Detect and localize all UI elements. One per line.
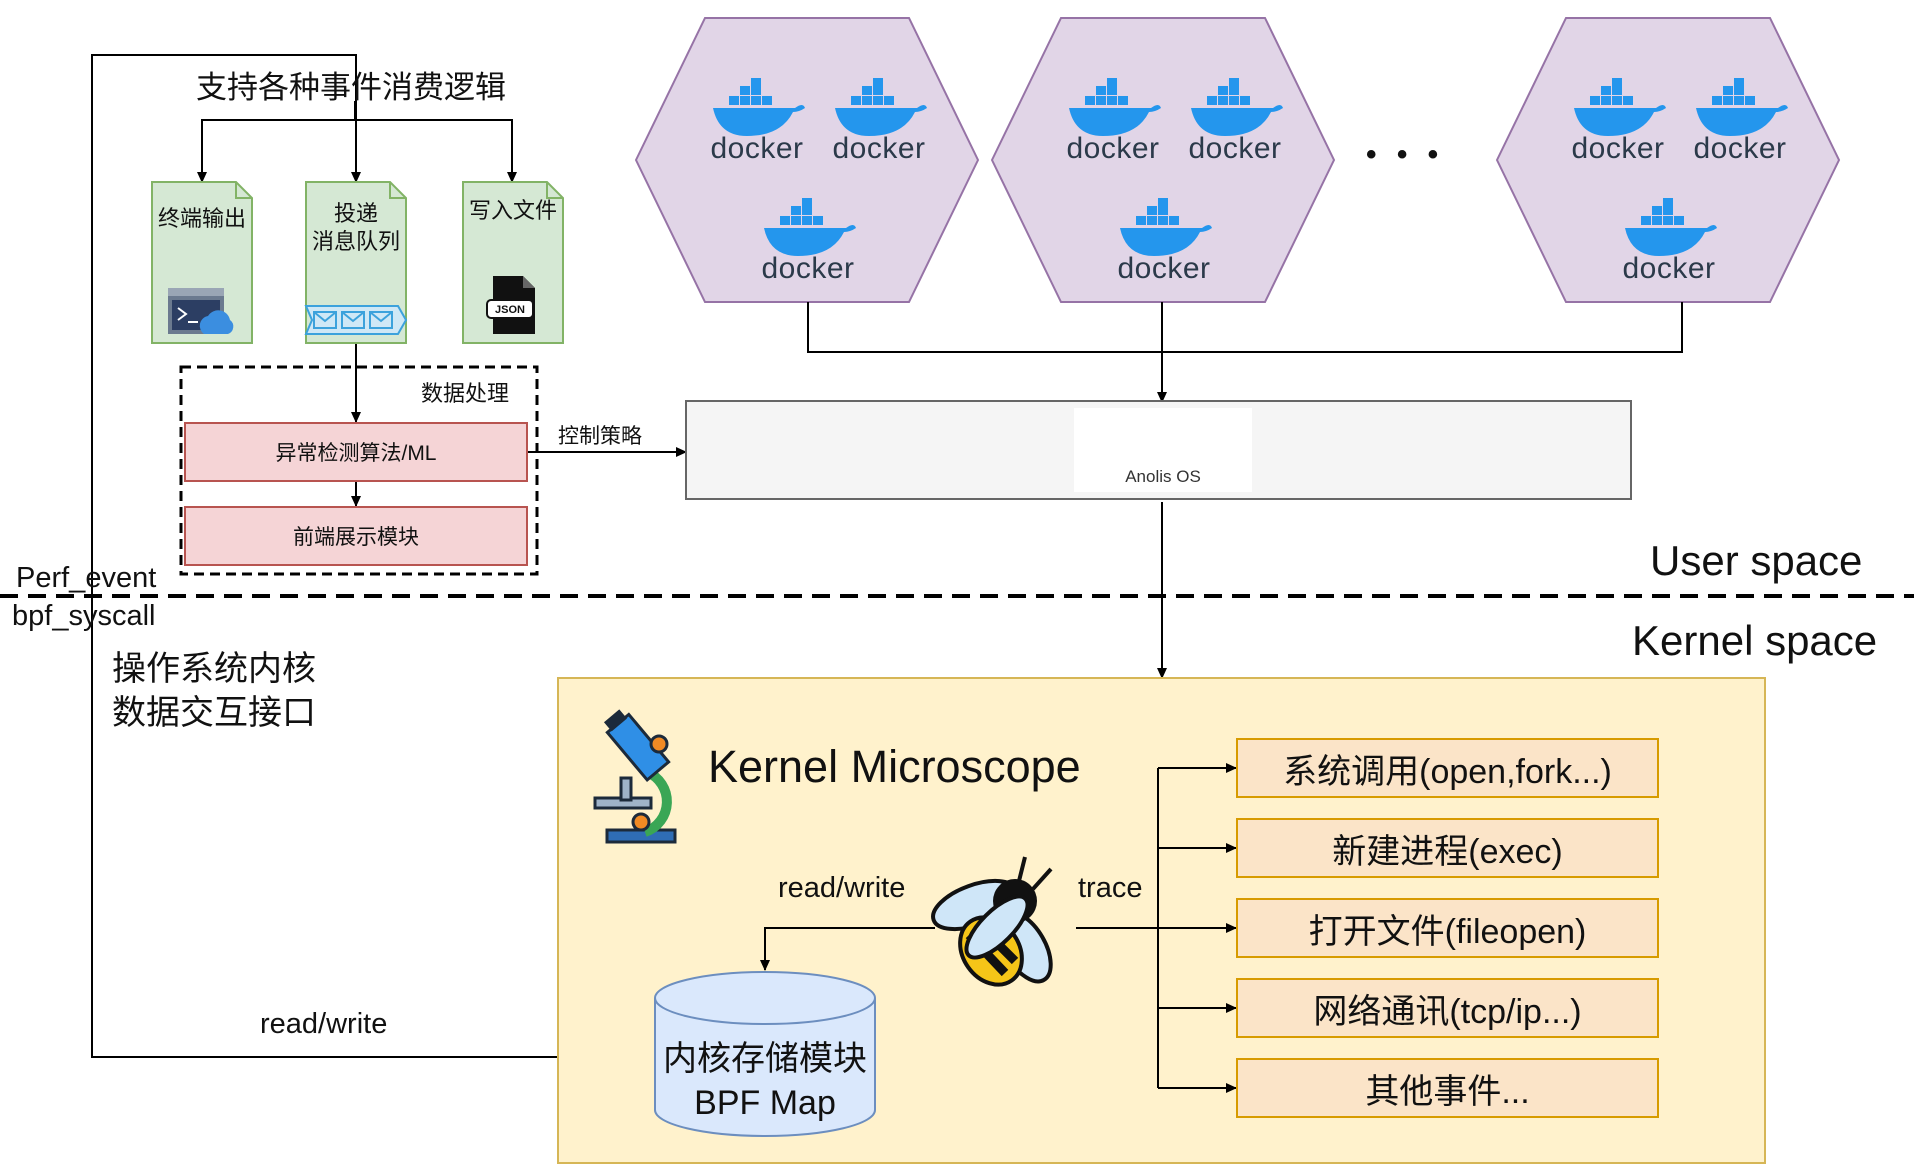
- event-new-process-label: 新建进程(exec): [1332, 832, 1563, 871]
- event-syscall-label: 系统调用(open,fork...): [1283, 752, 1612, 791]
- container-cluster-hexagon-2: [990, 17, 1336, 303]
- read-write-upper-label: read/write: [778, 872, 906, 904]
- anomaly-detection-box: 异常检测算法/ML: [184, 422, 528, 482]
- event-other-box: 其他事件...: [1236, 1058, 1659, 1118]
- kernel-microscope-title: Kernel Microscope: [708, 741, 1081, 792]
- docker-whale-icon: [1625, 198, 1717, 256]
- docker-container-2c: docker: [1114, 198, 1214, 288]
- docker-whale-icon: [713, 78, 805, 136]
- docker-container-3b: docker: [1690, 78, 1790, 168]
- message-queue-label: 投递 消息队列: [311, 201, 400, 254]
- docker-container-3c: docker: [1619, 198, 1719, 288]
- docker-whale-icon: [764, 198, 856, 256]
- docker-container-2a: docker: [1063, 78, 1163, 168]
- kernel-space-label: Kernel space: [1632, 617, 1878, 664]
- docker-whale-icon: [1696, 78, 1788, 136]
- event-network-label: 网络通讯(tcp/ip...): [1313, 992, 1582, 1031]
- read-write-lower-label: read/write: [260, 1008, 388, 1040]
- bpf-syscall-label: bpf_syscall: [12, 600, 156, 632]
- json-file-icon: JSON: [486, 276, 535, 334]
- docker-whale-icon: [835, 78, 927, 136]
- bpf-map-cylinder: [654, 971, 876, 1137]
- event-new-process-box: 新建进程(exec): [1236, 818, 1659, 878]
- bpf-map-line2: BPF Map: [694, 1084, 836, 1122]
- consumer-logic-label: 支持各种事件消费逻辑: [196, 70, 506, 105]
- anomaly-detection-label: 异常检测算法/ML: [275, 442, 437, 465]
- docker-container-3a: docker: [1568, 78, 1668, 168]
- docker-word: docker: [761, 252, 855, 285]
- event-syscall-box: 系统调用(open,fork...): [1236, 738, 1659, 798]
- docker-whale-icon: [1120, 198, 1212, 256]
- message-queue-icon: [304, 305, 408, 335]
- svg-text:JSON: JSON: [495, 304, 525, 316]
- trace-label: trace: [1078, 872, 1143, 904]
- more-clusters-ellipsis: • • •: [1366, 138, 1445, 171]
- docker-whale-icon: [1574, 78, 1666, 136]
- cluster-to-anolis-connector: [807, 302, 1683, 403]
- microscope-icon: [593, 709, 677, 844]
- docker-container-1b: docker: [829, 78, 929, 168]
- container-cluster-hexagon-3: [1495, 17, 1841, 303]
- terminal-output-label: 终端输出: [157, 206, 246, 231]
- docker-word: docker: [1117, 252, 1211, 285]
- anolis-os-logo-panel: [1074, 408, 1252, 492]
- event-network-box: 网络通讯(tcp/ip...): [1236, 978, 1659, 1038]
- event-open-file-label: 打开文件(fileopen): [1308, 912, 1587, 951]
- output-doc-queue: [305, 181, 407, 344]
- docker-word: docker: [1571, 132, 1665, 165]
- docker-word: docker: [832, 132, 926, 165]
- trace-fanout-connector: [1076, 763, 1237, 1093]
- write-file-label: 写入文件: [468, 198, 557, 223]
- bee-to-bpf-map-arrow: [760, 927, 935, 971]
- anolis-os-name: Anolis OS: [1125, 467, 1201, 486]
- container-cluster-hexagon-1: [634, 17, 980, 303]
- docker-container-1a: docker: [707, 78, 807, 168]
- control-policy-label: 控制策略: [558, 425, 642, 448]
- data-processing-container: [179, 365, 539, 576]
- docker-whale-icon: [1191, 78, 1283, 136]
- frontend-display-label: 前端展示模块: [293, 526, 419, 549]
- frontend-display-box: 前端展示模块: [184, 506, 528, 566]
- user-space-label: User space: [1650, 537, 1863, 584]
- docker-container-1c: docker: [758, 198, 858, 288]
- os-interface-line2: 数据交互接口: [112, 694, 316, 732]
- docker-whale-icon: [1069, 78, 1161, 136]
- docker-word: docker: [1066, 132, 1160, 165]
- docker-word: docker: [710, 132, 804, 165]
- terminal-cloud-icon: [168, 288, 234, 334]
- event-other-label: 其他事件...: [1365, 1072, 1530, 1111]
- event-open-file-box: 打开文件(fileopen): [1236, 898, 1659, 958]
- bee-icon: [931, 856, 1053, 987]
- data-processing-title: 数据处理: [421, 381, 510, 406]
- perf-event-label: Perf_event: [16, 562, 157, 594]
- docker-word: docker: [1693, 132, 1787, 165]
- docker-word: docker: [1622, 252, 1716, 285]
- bpf-map-line1: 内核存储模块: [663, 1040, 867, 1078]
- docker-word: docker: [1188, 132, 1282, 165]
- os-interface-line1: 操作系统内核: [112, 650, 316, 688]
- docker-container-2b: docker: [1185, 78, 1285, 168]
